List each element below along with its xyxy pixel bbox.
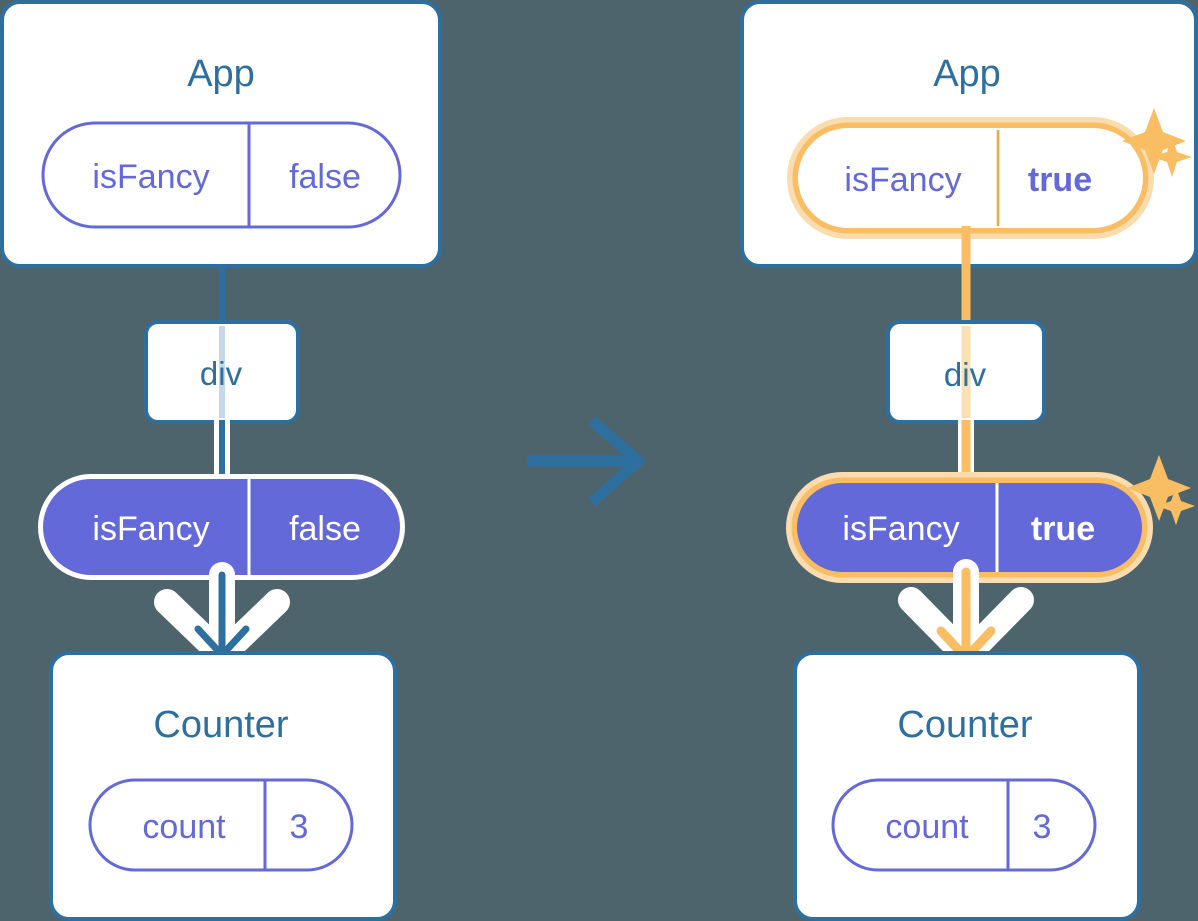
sparkle-icon-prop-after <box>1127 455 1195 525</box>
counter-box-after <box>793 651 1141 921</box>
counter-box-before <box>49 651 397 921</box>
transition-arrow-group <box>527 416 647 507</box>
prop-name-before: isFancy <box>92 510 209 548</box>
counter-title-after: Counter <box>897 704 1033 746</box>
app-title-after: App <box>933 53 1001 95</box>
sparkle-icon-app-after <box>1122 108 1192 177</box>
div-label-after: div <box>944 356 987 393</box>
arrow-right-icon <box>527 416 647 507</box>
app-state-name-before: isFancy <box>92 158 209 196</box>
prop-pill-before <box>43 479 400 575</box>
counter-state-pill-after <box>831 778 1097 872</box>
prop-pill-after <box>797 483 1142 572</box>
app-title-before: App <box>187 53 255 95</box>
counter-state-value-after: 3 <box>1033 808 1052 846</box>
app-state-name-after: isFancy <box>844 161 961 199</box>
panel-after: App isFancy true div <box>740 0 1198 921</box>
counter-state-name-after: count <box>885 808 969 846</box>
counter-state-pill-before <box>88 778 354 872</box>
counter-state-name-before: count <box>142 808 226 846</box>
arrow-prop-to-counter-after <box>936 567 996 663</box>
counter-title-before: Counter <box>153 704 289 746</box>
app-state-pill-before <box>41 121 402 229</box>
counter-state-value-before: 3 <box>290 808 309 846</box>
app-state-pill-after <box>798 128 1143 228</box>
prop-name-after: isFancy <box>842 510 959 548</box>
prop-value-before: false <box>289 510 361 548</box>
panel-before: App isFancy false div isFancy false <box>0 0 442 921</box>
div-label-before: div <box>200 355 243 392</box>
prop-value-after: true <box>1031 510 1095 548</box>
app-box-before <box>0 0 442 268</box>
app-state-value-after: true <box>1028 161 1092 199</box>
app-state-value-before: false <box>289 158 361 196</box>
